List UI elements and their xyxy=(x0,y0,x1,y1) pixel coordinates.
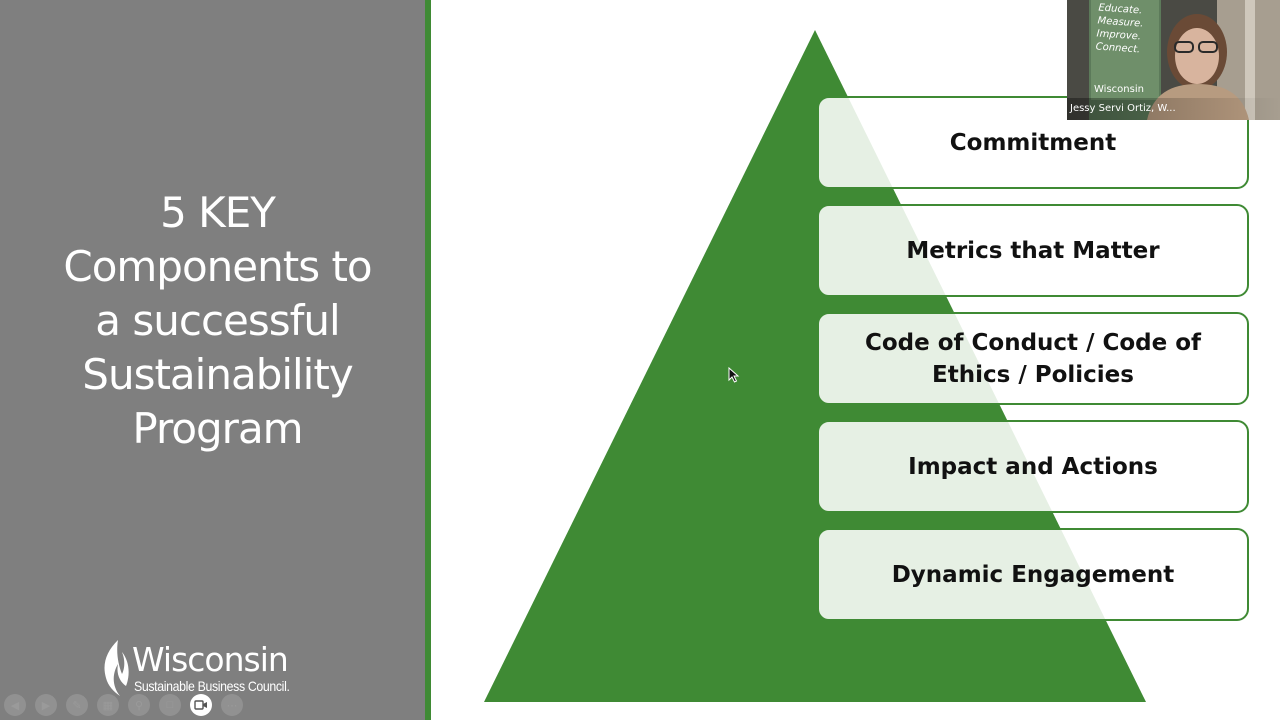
slide-title-line: 5 KEY xyxy=(160,188,276,237)
tier-metrics: Metrics that Matter xyxy=(817,204,1249,297)
previous-slide-icon[interactable]: ◀ xyxy=(4,694,26,716)
tier-dynamic-engagement: Dynamic Engagement xyxy=(817,528,1249,621)
title-panel: 5 KEY Components to a successful Sustain… xyxy=(0,0,425,720)
participant-video-tile[interactable]: Educate. Measure. Improve. Connect. Wisc… xyxy=(1067,0,1280,120)
video-icon[interactable] xyxy=(190,694,212,716)
slide-title-line: a successful xyxy=(95,296,340,345)
poster-brand: Wisconsin xyxy=(1094,84,1144,95)
poster-text: Educate. Measure. Improve. Connect. xyxy=(1095,1,1144,56)
tier-code-of-conduct: Code of Conduct / Code of Ethics / Polic… xyxy=(817,312,1249,405)
slide-title-line: Sustainability xyxy=(82,350,353,399)
wsbc-logo: Wisconsin Sustainable Business Council. xyxy=(100,638,310,700)
logo-subtitle: Sustainable Business Council. xyxy=(134,678,290,694)
video-camera-glyph xyxy=(194,700,207,710)
next-slide-icon[interactable]: ▶ xyxy=(35,694,57,716)
slideshow-toolbar: ◀ ▶ ✎ ▦ ⚲ □ ⋯ xyxy=(4,694,243,716)
subtitles-icon[interactable]: □ xyxy=(159,694,181,716)
slide-title-line: Program xyxy=(132,404,303,453)
pen-icon[interactable]: ✎ xyxy=(66,694,88,716)
slide-title-line: Components to xyxy=(63,242,372,291)
slide-title: 5 KEY Components to a successful Sustain… xyxy=(20,186,415,456)
slide-grid-icon[interactable]: ▦ xyxy=(97,694,119,716)
participant-name-label: Jessy Servi Ortiz, W... xyxy=(1067,98,1280,120)
green-divider xyxy=(425,0,431,720)
flame-logo-icon xyxy=(104,640,129,696)
logo-name: Wisconsin xyxy=(132,640,289,679)
zoom-icon[interactable]: ⚲ xyxy=(128,694,150,716)
more-options-icon[interactable]: ⋯ xyxy=(221,694,243,716)
video-feed xyxy=(1067,0,1280,120)
mouse-cursor-icon xyxy=(728,367,740,383)
tier-impact-actions: Impact and Actions xyxy=(817,420,1249,513)
